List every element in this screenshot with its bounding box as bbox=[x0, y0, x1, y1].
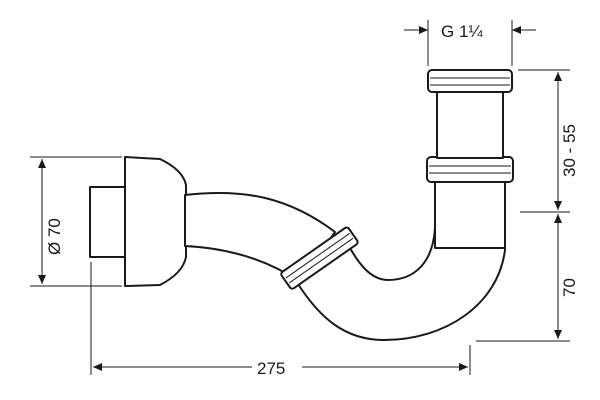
length-label: 275 bbox=[257, 359, 285, 378]
height-lower-label: 70 bbox=[560, 278, 579, 297]
height-range-label: 30 - 55 bbox=[560, 124, 579, 177]
slanted-union-nut bbox=[280, 226, 359, 290]
dimension-thread: G 1¼ bbox=[404, 20, 536, 66]
siphon-body bbox=[89, 69, 514, 341]
diameter-label: Ø 70 bbox=[45, 218, 64, 255]
dimension-length: 275 bbox=[90, 262, 471, 378]
dimension-vertical: 30 - 55 70 bbox=[476, 69, 579, 342]
top-union-nut bbox=[427, 69, 513, 93]
upper-tail-pipe bbox=[436, 89, 504, 159]
lower-union-nut bbox=[426, 156, 514, 183]
wall-rosette bbox=[124, 156, 187, 287]
thread-size-label: G 1¼ bbox=[441, 22, 483, 41]
dimension-diameter: Ø 70 bbox=[30, 156, 122, 287]
wall-stub bbox=[89, 186, 128, 258]
